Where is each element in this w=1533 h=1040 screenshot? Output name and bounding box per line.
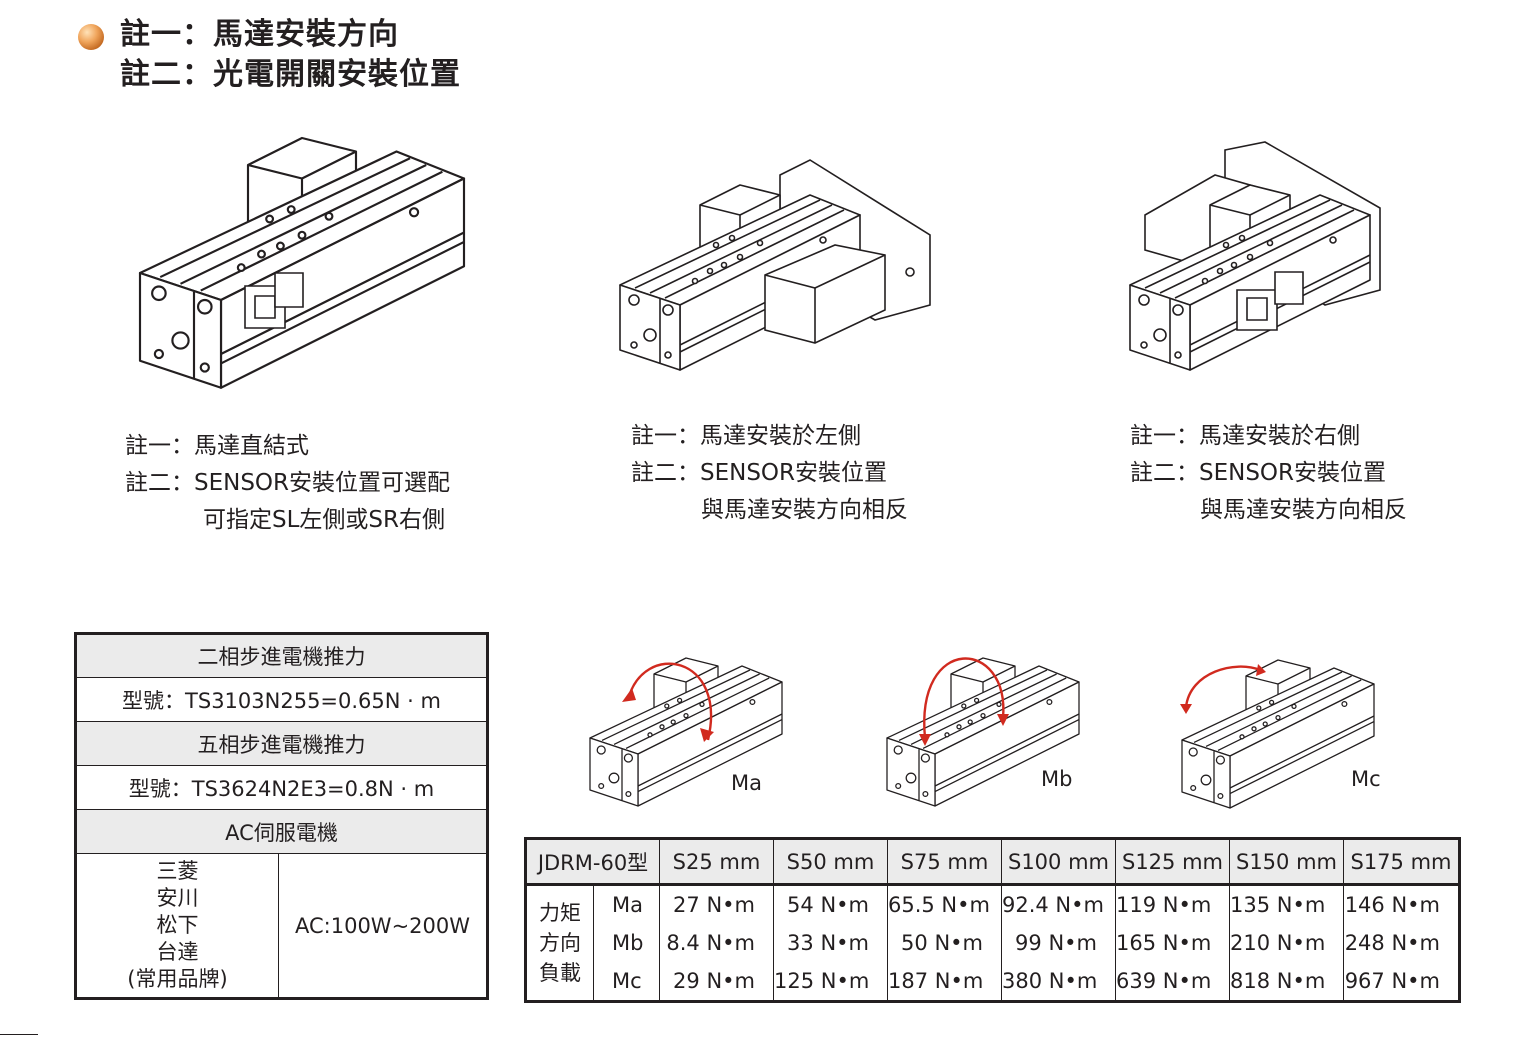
table-cell: 187 N•m — [887, 962, 1002, 1002]
stroke-header: S175 mm — [1343, 838, 1460, 886]
five-phase-stepper-header: 五相步進電機推力 — [75, 721, 488, 766]
config-note-sensor: 註二：SENSOR安裝位置 — [1130, 460, 1387, 486]
moment-ma-diagram — [589, 657, 783, 807]
actuator-right-motor-illustration — [1129, 140, 1425, 371]
table-row: 力矩 方向 負載 Ma 27 N•m 54 N•m 65.5 N•m 92.4 … — [525, 884, 1460, 1002]
motor-thrust-table: 二相步進電機推力 型號：TS3103N255=0.65N · m 五相步進電機推… — [74, 632, 489, 1000]
table-cell: 54 N•m — [773, 884, 888, 924]
stroke-header: S100 mm — [1001, 838, 1116, 886]
config-notes-3: 註一：馬達安裝於右側 註二：SENSOR安裝位置 與馬達安裝方向相反 — [1130, 418, 1407, 529]
header-line-1: 註一：馬達安裝方向 — [120, 17, 399, 52]
table-cell: 99 N•m — [1001, 923, 1116, 963]
moment-arrow-icon — [1186, 667, 1260, 707]
table-cell: 119 N•m — [1115, 884, 1230, 924]
config-note-sensor-detail: 可指定SL左側或SR右側 — [203, 507, 445, 533]
table-cell: 27 N•m — [659, 884, 774, 924]
servo-power-cell: AC:100W~200W — [278, 853, 488, 999]
brand-item: 安川 — [156, 886, 199, 910]
table-cell: 65.5 N•m — [887, 884, 1002, 924]
sensor-bracket-icon — [1237, 272, 1303, 330]
moment-arrow-icon — [924, 659, 1003, 738]
config-note-motor: 註一：馬達安裝於右側 — [1130, 423, 1360, 449]
moment-label-mb: Mb — [1041, 767, 1073, 791]
stroke-header: S125 mm — [1115, 838, 1230, 886]
table-cell: 165 N•m — [1115, 923, 1230, 963]
servo-brands-cell: 三菱 安川 松下 台達 (常用品牌) — [75, 853, 279, 999]
table-cell: 135 N•m — [1229, 884, 1344, 924]
table-row: Mc 29 N•m 125 N•m 187 N•m 380 N•m 639 N•… — [526, 962, 1460, 1002]
table-cell: 8.4 N•m — [659, 923, 774, 963]
sensor-bracket-icon — [245, 273, 303, 328]
moment-arrow-icon — [628, 664, 711, 740]
config-note-sensor-detail: 與馬達安裝方向相反 — [1200, 497, 1407, 523]
header-line-2: 註二：光電開關安裝位置 — [120, 57, 461, 92]
table-row: Mb 8.4 N•m 33 N•m 50 N•m 99 N•m 165 N•m … — [526, 923, 1460, 963]
page-edge-divider — [0, 1034, 38, 1040]
two-phase-stepper-model: 型號：TS3103N255=0.65N · m — [75, 677, 488, 722]
stroke-header: S25 mm — [659, 838, 774, 886]
moment-group-label: 力矩 方向 負載 — [525, 884, 594, 1002]
moment-label-ma: Ma — [731, 771, 762, 795]
moment-load-table: JDRM-60型 S25 mm S50 mm S75 mm S100 mm S1… — [524, 837, 1461, 1003]
moment-name: Mc — [593, 962, 660, 1002]
table-cell: 818 N•m — [1229, 962, 1344, 1002]
two-phase-stepper-header: 二相步進電機推力 — [75, 633, 488, 678]
config-note-sensor: 註二：SENSOR安裝位置 — [631, 460, 888, 486]
table-cell: 33 N•m — [773, 923, 888, 963]
table-cell: 380 N•m — [1001, 962, 1116, 1002]
table-cell: 210 N•m — [1229, 923, 1344, 963]
config-note-motor: 註一：馬達直結式 — [125, 433, 309, 459]
stroke-header: S75 mm — [887, 838, 1002, 886]
model-header: JDRM-60型 — [525, 838, 660, 886]
moment-mc-diagram — [1180, 659, 1375, 809]
ac-servo-header: AC伺服電機 — [75, 809, 488, 854]
brand-item: 松下 — [156, 913, 199, 937]
config-notes-2: 註一：馬達安裝於左側 註二：SENSOR安裝位置 與馬達安裝方向相反 — [631, 418, 908, 529]
table-cell: 92.4 N•m — [1001, 884, 1116, 924]
stroke-header: S150 mm — [1229, 838, 1344, 886]
side-motor-icon — [765, 245, 885, 343]
config-notes-1: 註一：馬達直結式 註二：SENSOR安裝位置可選配 可指定SL左側或SR右側 — [125, 428, 450, 539]
actuator-left-motor-illustration — [619, 155, 940, 371]
brand-item: 台達 — [156, 940, 199, 964]
moment-label-mc: Mc — [1351, 767, 1381, 791]
table-cell: 50 N•m — [887, 923, 1002, 963]
brand-item: 三菱 — [156, 859, 199, 883]
moment-name: Mb — [593, 923, 660, 963]
config-note-sensor: 註二：SENSOR安裝位置可選配 — [125, 470, 451, 496]
table-cell: 146 N•m — [1343, 884, 1460, 924]
actuator-direct-motor-illustration — [138, 136, 466, 389]
table-cell: 248 N•m — [1343, 923, 1460, 963]
moment-mb-diagram — [886, 648, 1080, 807]
five-phase-stepper-model: 型號：TS3624N2E3=0.8N · m — [75, 765, 488, 810]
table-cell: 29 N•m — [659, 962, 774, 1002]
bullet-icon — [78, 24, 104, 50]
table-header-row: JDRM-60型 S25 mm S50 mm S75 mm S100 mm S1… — [525, 838, 1460, 886]
config-note-sensor-detail: 與馬達安裝方向相反 — [701, 497, 908, 523]
table-cell: 125 N•m — [773, 962, 888, 1002]
config-note-motor: 註一：馬達安裝於左側 — [631, 423, 861, 449]
brand-item: (常用品牌) — [127, 967, 228, 991]
table-cell: 967 N•m — [1343, 962, 1460, 1002]
moment-name: Ma — [593, 884, 660, 924]
stroke-header: S50 mm — [773, 838, 888, 886]
table-cell: 639 N•m — [1115, 962, 1230, 1002]
